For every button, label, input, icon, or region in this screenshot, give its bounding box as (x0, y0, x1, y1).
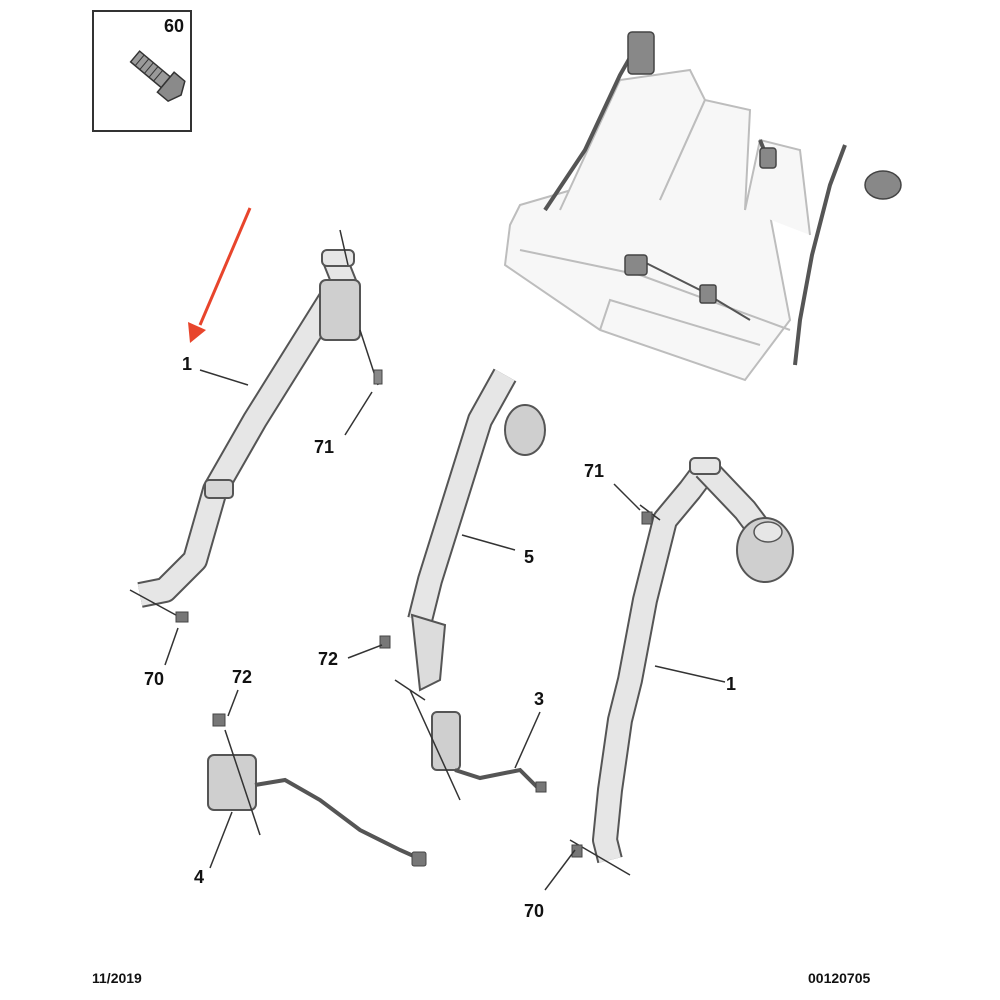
rear-seat-illustration (503, 68, 811, 382)
bolt-icon (129, 50, 186, 103)
part-1-left-seat-belt (129, 229, 383, 623)
footer-diagram-code: 00120705 (808, 970, 871, 986)
part-1-right-seat-belt (569, 457, 794, 876)
callout-5: 5 (524, 547, 535, 567)
callout-72-mid: 72 (318, 649, 339, 669)
inset-part-number: 60 (163, 16, 184, 36)
callout-1-left: 1 (182, 354, 193, 374)
leader-lines (164, 369, 726, 891)
callout-3: 3 (534, 689, 545, 709)
callout-71-left: 71 (314, 437, 335, 457)
part-4-buckle (207, 713, 427, 867)
highlight-arrow (188, 207, 252, 343)
part-3-buckle (409, 689, 547, 801)
callout-1-right: 1 (726, 674, 737, 694)
callout-70-left: 70 (144, 669, 165, 689)
callout-72-left: 72 (232, 667, 253, 687)
footer-date: 11/2019 (92, 970, 142, 986)
part-5-center-seat-belt (379, 368, 546, 701)
callout-71-right: 71 (584, 461, 605, 481)
seat-retractors (624, 31, 902, 304)
callout-4: 4 (194, 867, 205, 887)
callout-70-right: 70 (524, 901, 545, 921)
inset-bolt-box: 60 (92, 10, 192, 132)
